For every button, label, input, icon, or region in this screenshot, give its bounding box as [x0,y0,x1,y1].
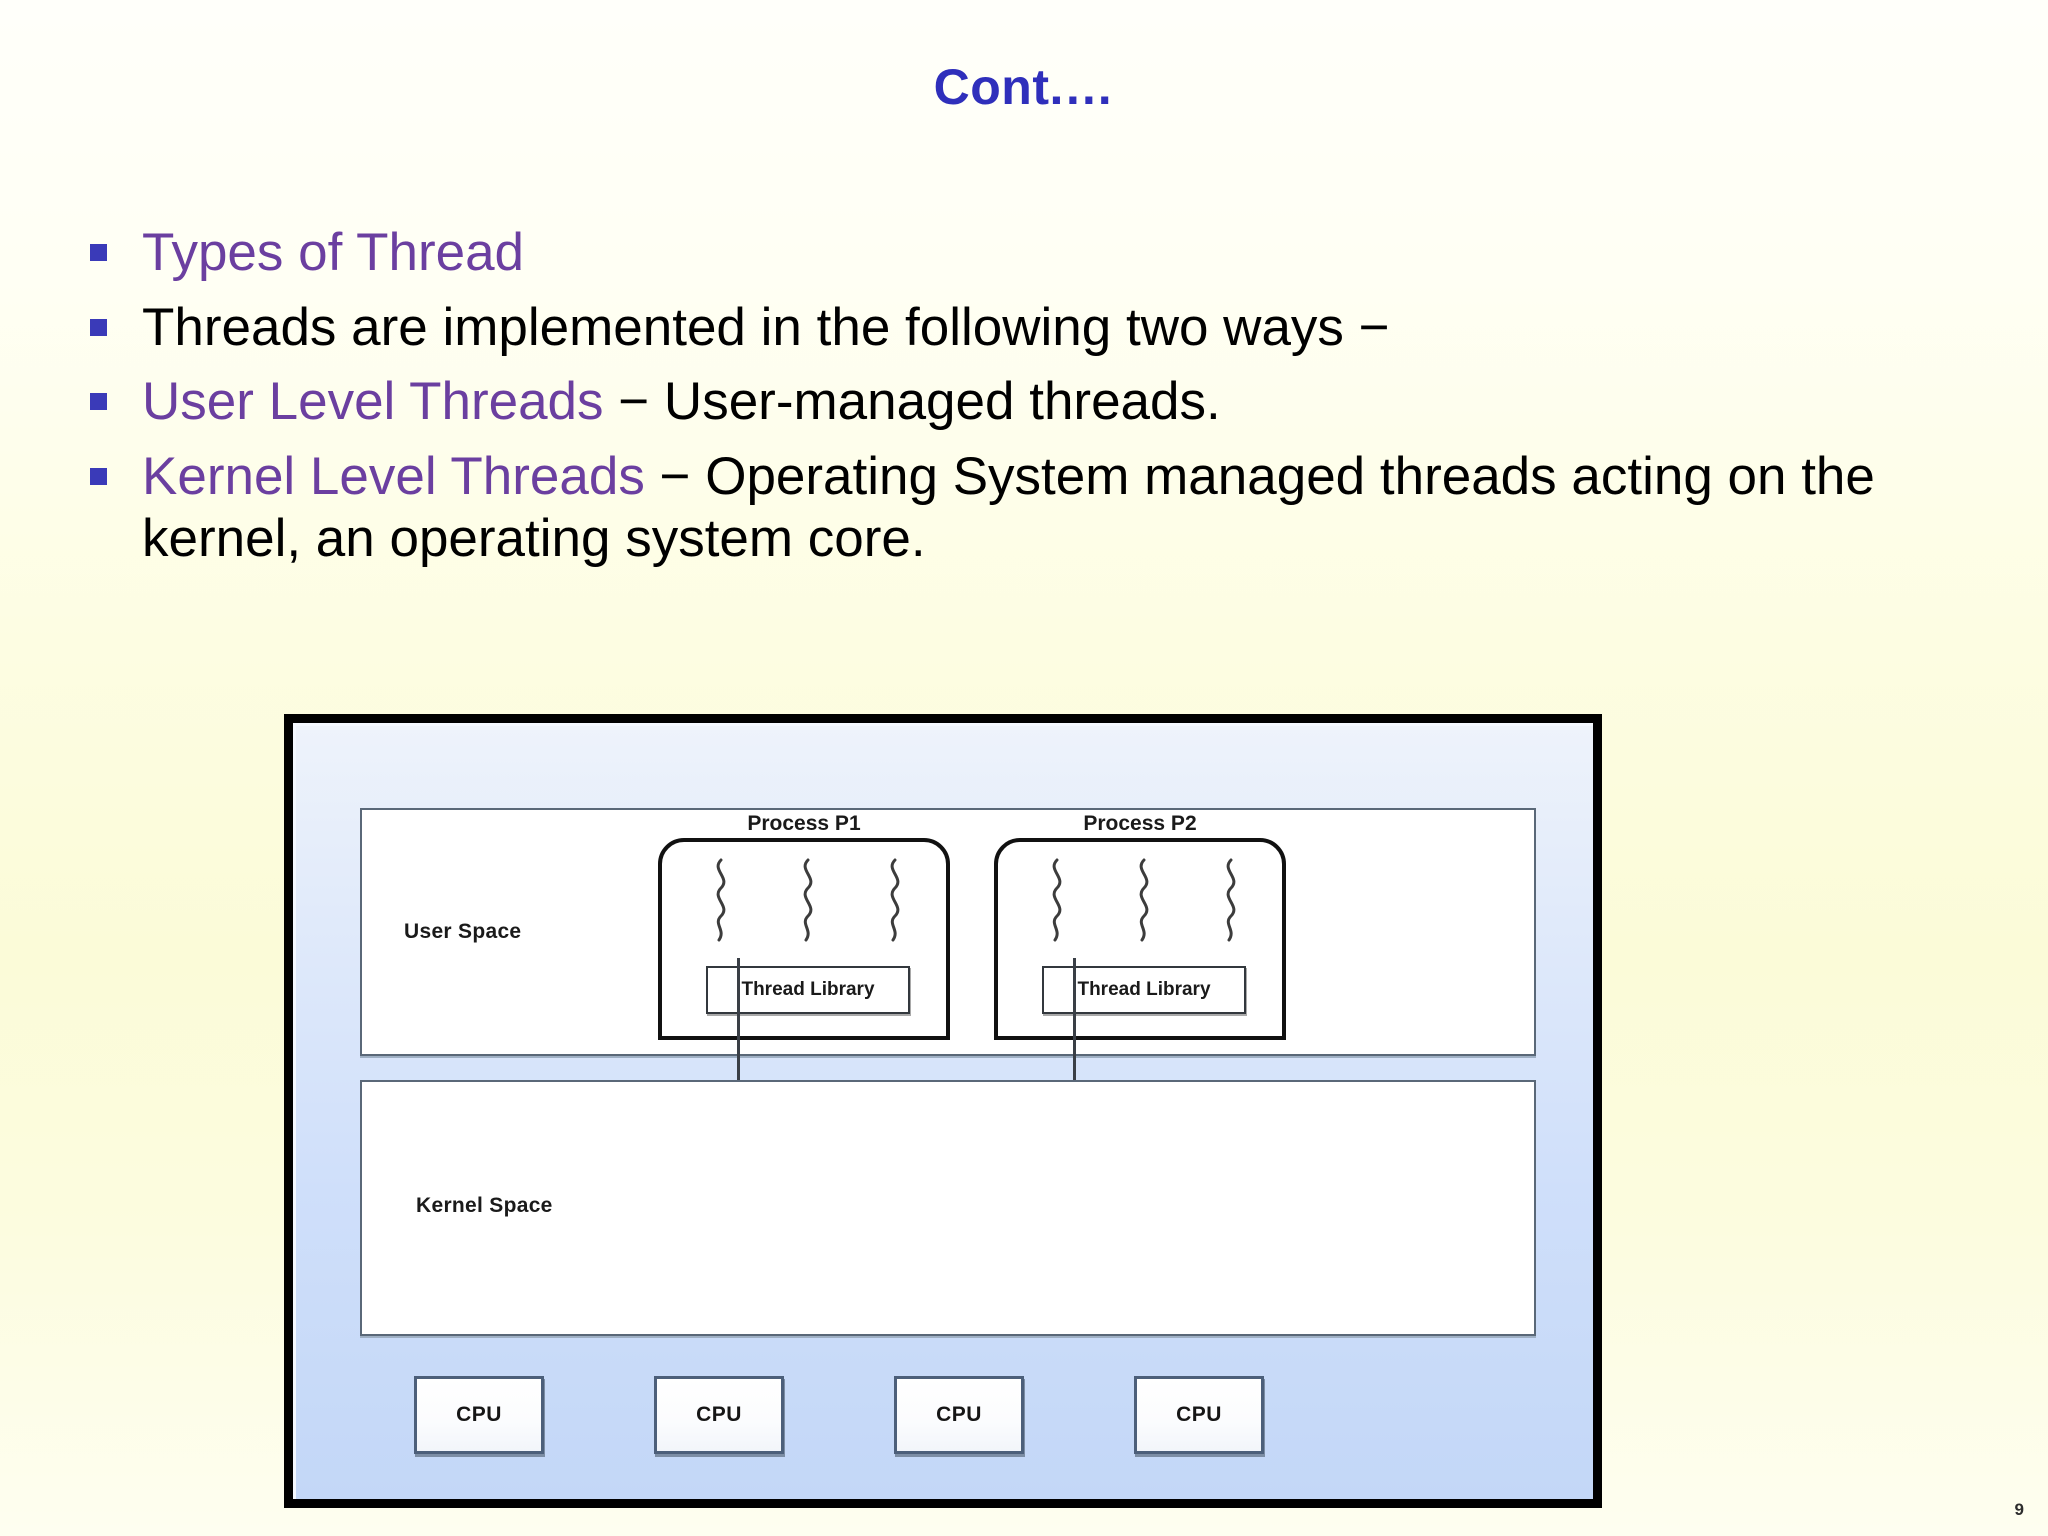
user-space-region: User Space Process P1 [360,808,1536,1056]
bullet-text-segment: User Level Threads [142,372,604,432]
kernel-space-region: Kernel Space [360,1080,1536,1336]
bullet-text-segment: Kernel Level Threads [142,446,645,506]
thread-squiggle-icon [890,858,900,942]
cpu-box: CPU [654,1376,784,1454]
list-item: Threads are implemented in the following… [84,297,2014,360]
process-box-p2: Thread Library [994,838,1286,1040]
list-item: Kernel Level Threads − Operating System … [84,446,2014,571]
square-bullet-icon [90,244,107,261]
square-bullet-icon [90,467,107,485]
process-box-p1: Thread Library [658,838,950,1040]
process-group-p1: Process P1 [658,812,950,1040]
bullet-text-segment: Threads are implemented in the following… [142,297,1390,357]
list-item: User Level Threads − User-managed thread… [84,371,2014,434]
cpu-row: CPU CPU CPU CPU [414,1376,1486,1458]
bullet-text-segment: − Operating System managed threads actin… [142,446,1875,569]
thread-architecture-diagram: User Space Process P1 [284,714,1602,1508]
process-group-p2: Process P2 [994,812,1286,1040]
cpu-label: CPU [936,1403,982,1426]
thread-squiggle-icon [1139,858,1149,942]
thread-library-box-p1: Thread Library [706,966,910,1014]
square-bullet-icon [90,393,107,411]
cpu-box: CPU [414,1376,544,1454]
page-number: 9 [2014,1500,2024,1519]
cpu-box: CPU [1134,1376,1264,1454]
cpu-label: CPU [456,1403,502,1426]
thread-squiggle-icon [1052,858,1062,942]
thread-squiggle-icon [716,858,726,942]
connector-line-p2 [1073,958,1076,1130]
thread-squiggle-icon [803,858,813,942]
page-title: Cont.… [933,59,1115,115]
cpu-box: CPU [894,1376,1024,1454]
connector-line-p1 [737,958,740,1130]
thread-squiggles-p1 [708,858,908,948]
thread-squiggles-p2 [1044,858,1244,948]
square-bullet-icon [90,318,107,336]
bullet-text-segment: − User-managed threads. [603,372,1221,432]
thread-library-label: Thread Library [741,979,875,1000]
thread-library-box-p2: Thread Library [1042,966,1246,1014]
bullet-list: Types of Thread Threads are implemented … [84,222,2014,583]
bullet-text-segment: Types of Thread [142,223,525,282]
diagram-panel: User Space Process P1 [293,723,1593,1499]
kernel-space-label: Kernel Space [416,1194,553,1217]
cpu-label: CPU [1176,1403,1222,1426]
user-space-label: User Space [404,920,522,943]
cpu-label: CPU [696,1403,742,1426]
thread-squiggle-icon [1226,858,1236,942]
list-item: Types of Thread [84,222,2014,285]
process-title-p2: Process P2 [1083,812,1197,835]
process-title-p1: Process P1 [747,812,861,835]
thread-library-label: Thread Library [1077,979,1211,1000]
